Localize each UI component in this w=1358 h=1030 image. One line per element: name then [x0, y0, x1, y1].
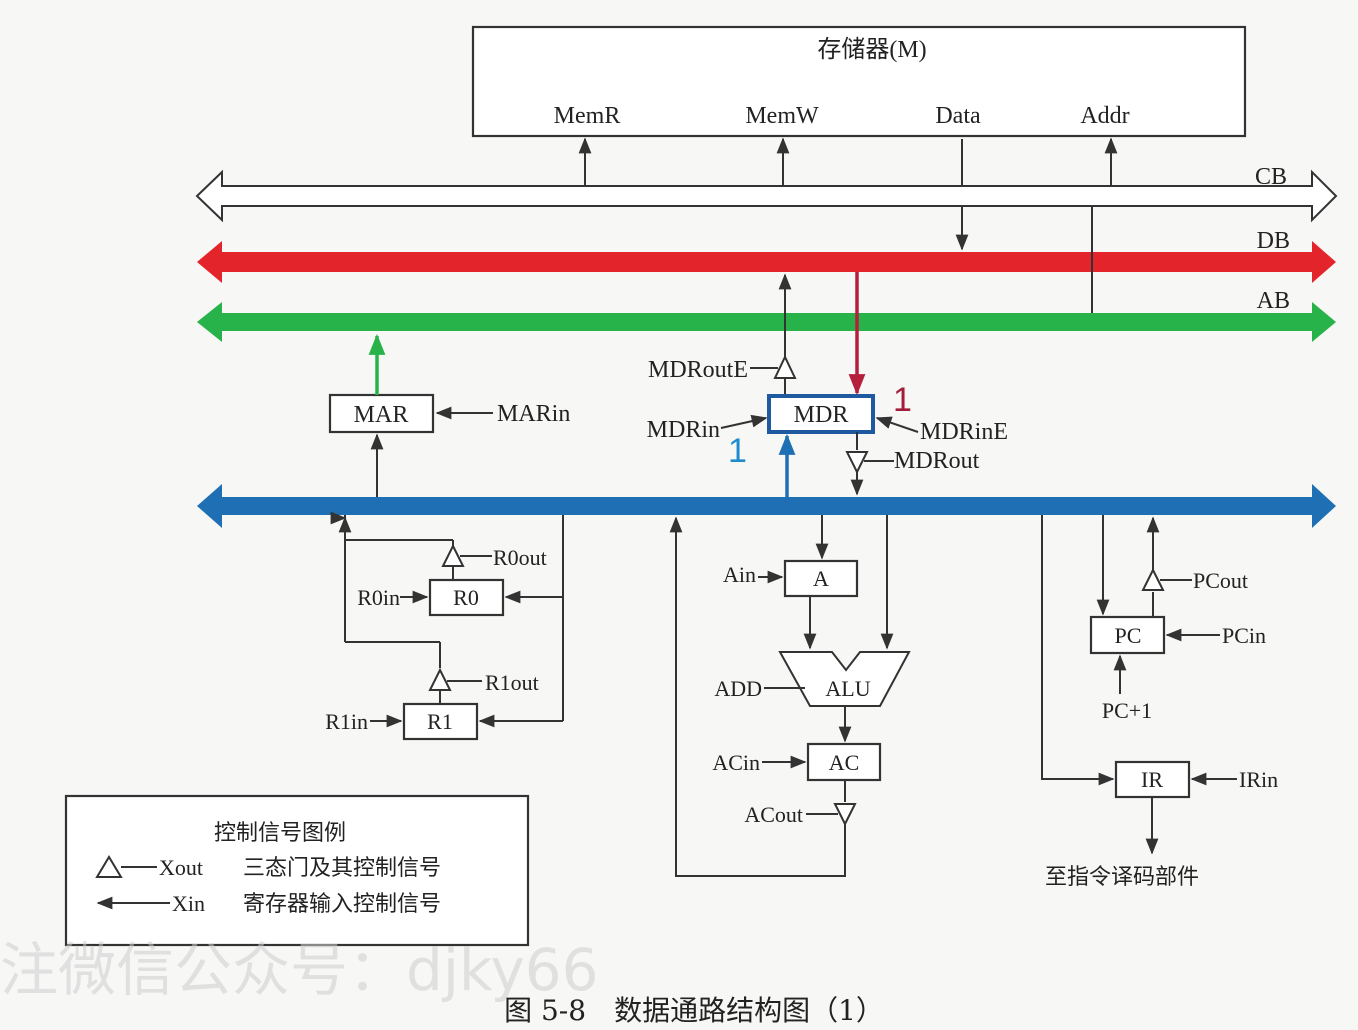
mdrout-gate-icon — [845, 451, 869, 475]
r0out-label: R0out — [493, 545, 547, 570]
acout-label: ACout — [744, 802, 803, 827]
legend-box: 控制信号图例 Xout 三态门及其控制信号 Xin 寄存器输入控制信号 — [64, 794, 530, 947]
alu-section: A Ain ALU ADD AC ACin ACout — [669, 515, 911, 877]
mdrin-label: MDRin — [647, 417, 720, 443]
port-memr: MemR — [554, 103, 621, 129]
alu-label: ALU — [825, 676, 870, 701]
pcout-gate-icon — [1141, 567, 1165, 591]
red-step-mark: 1 — [893, 381, 912, 419]
figure-caption: 图 5-8 数据通路结构图（1） — [504, 994, 884, 1027]
db-label: DB — [1257, 228, 1290, 254]
port-memw: MemW — [745, 103, 819, 129]
address-bus: AB — [197, 288, 1336, 342]
watermark-text: 注微信公众号：djky66 — [0, 936, 599, 1004]
r1out-label: R1out — [485, 670, 539, 695]
ab-label: AB — [1257, 288, 1290, 314]
cb-label: CB — [1255, 164, 1287, 190]
pcin-label: PCin — [1222, 623, 1266, 648]
r1-label: R1 — [427, 709, 453, 734]
mdr-register: MDRoutE MDR MDRin MDRinE MDRout 1 1 — [647, 272, 1008, 497]
memory-title: 存储器(M) — [817, 36, 926, 63]
data-bus: DB — [197, 228, 1336, 283]
ain-label: Ain — [723, 562, 756, 587]
port-addr: Addr — [1080, 103, 1129, 129]
tristate-gate-icon — [95, 855, 123, 878]
pcplus-label: PC+1 — [1102, 698, 1152, 723]
acout-gate-icon — [833, 803, 857, 827]
legend-xin: Xin — [172, 891, 205, 916]
r0-label: R0 — [453, 585, 479, 610]
ir-label: IR — [1141, 767, 1163, 792]
decoder-label: 至指令译码部件 — [1045, 864, 1199, 889]
acin-label: ACin — [712, 750, 760, 775]
control-bus: CB — [195, 164, 1338, 223]
pc-label: PC — [1115, 623, 1142, 648]
control-registers: PCout PC PCin PC+1 IR IRin 至指令译码部件 — [1041, 515, 1278, 889]
mdrine-label: MDRinE — [920, 419, 1008, 445]
ac-label: AC — [829, 750, 860, 775]
marin-label: MARin — [497, 401, 570, 427]
general-registers: R0out R0 R0in R1out R1 R1in — [325, 515, 564, 741]
memory-links — [578, 137, 1118, 313]
legend-xout-desc: 三态门及其控制信号 — [243, 855, 441, 880]
mar-register: MAR MARin — [328, 333, 570, 497]
memory-block: 存储器(M) MemR MemW Data Addr — [471, 25, 1247, 138]
add-label: ADD — [714, 676, 762, 701]
legend-xout: Xout — [159, 855, 203, 880]
legend-xin-desc: 寄存器输入控制信号 — [243, 891, 441, 916]
mdrout-label: MDRout — [894, 448, 980, 474]
a-label: A — [813, 566, 829, 591]
pcout-label: PCout — [1193, 568, 1248, 593]
legend-title: 控制信号图例 — [214, 820, 346, 845]
r0in-label: R0in — [357, 585, 400, 610]
mdroute-label: MDRoutE — [648, 357, 748, 383]
irin-label: IRin — [1239, 767, 1278, 792]
mdr-label: MDR — [794, 402, 849, 428]
r1in-label: R1in — [325, 709, 368, 734]
port-data: Data — [935, 103, 981, 129]
alu-shape — [778, 651, 911, 707]
mar-label: MAR — [354, 402, 409, 428]
internal-bus — [197, 484, 1336, 528]
blue-step-mark: 1 — [728, 432, 747, 470]
